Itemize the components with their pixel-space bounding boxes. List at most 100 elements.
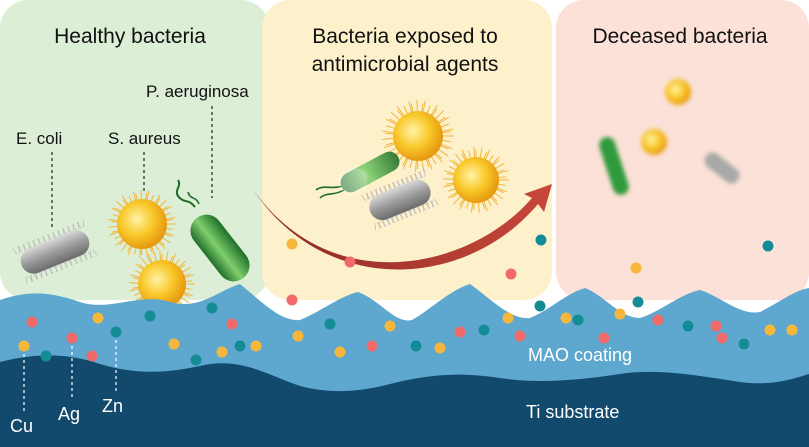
pilus bbox=[378, 187, 384, 194]
pilus bbox=[383, 219, 385, 227]
ag-particle bbox=[716, 332, 728, 344]
pilus bbox=[89, 250, 92, 258]
pilus bbox=[52, 265, 59, 272]
panel-title-deceased: Deceased bacteria bbox=[592, 25, 767, 48]
spike bbox=[402, 157, 409, 170]
pilus bbox=[427, 201, 429, 210]
cu-particle bbox=[764, 324, 776, 336]
spike bbox=[396, 106, 405, 117]
cu-particle bbox=[560, 312, 572, 324]
pilus bbox=[33, 273, 39, 280]
s-aureus-healthy-1 bbox=[108, 189, 176, 258]
zn-particle bbox=[144, 310, 156, 322]
spike bbox=[422, 100, 426, 113]
spike bbox=[386, 125, 396, 130]
cu-particle bbox=[216, 346, 228, 358]
pilus bbox=[422, 203, 425, 211]
pilus bbox=[25, 276, 28, 284]
pilus bbox=[51, 232, 58, 239]
cu-particle bbox=[434, 342, 446, 354]
pilus bbox=[75, 256, 77, 264]
pilus bbox=[85, 252, 87, 260]
pilus bbox=[92, 249, 98, 256]
cu-particle bbox=[168, 338, 180, 350]
ag-ion bbox=[344, 256, 356, 268]
ti-substrate-layer bbox=[0, 355, 809, 447]
spike bbox=[426, 105, 431, 114]
spike bbox=[397, 109, 404, 118]
deceased-bacteria bbox=[599, 79, 740, 195]
spike bbox=[410, 103, 414, 113]
pilus bbox=[57, 263, 64, 270]
pilus bbox=[424, 169, 426, 177]
spike bbox=[403, 105, 409, 115]
spike bbox=[479, 147, 483, 160]
spike bbox=[409, 159, 413, 169]
pilus bbox=[72, 257, 78, 264]
pilus bbox=[361, 194, 367, 202]
ag-ion bbox=[505, 268, 517, 280]
pilus bbox=[72, 224, 75, 232]
label-ti-substrate: Ti substrate bbox=[526, 402, 619, 422]
pilus bbox=[40, 270, 43, 278]
panel-title-exposed-line2: antimicrobial agents bbox=[312, 53, 499, 76]
dead-e-coli bbox=[704, 152, 740, 184]
label-s-aureus: S. aureus bbox=[108, 129, 181, 148]
pilus bbox=[50, 266, 53, 274]
panel-deceased bbox=[556, 0, 809, 300]
spike bbox=[382, 130, 395, 134]
zn-particle bbox=[40, 350, 52, 362]
pilus bbox=[46, 234, 53, 241]
pilus bbox=[378, 221, 381, 229]
spike bbox=[382, 137, 395, 140]
pilus bbox=[409, 208, 412, 217]
pilus bbox=[17, 246, 23, 253]
pilus bbox=[413, 173, 419, 180]
zn-particle bbox=[234, 340, 246, 352]
pilus bbox=[61, 228, 67, 235]
pilus bbox=[418, 205, 420, 213]
pilus bbox=[27, 242, 33, 249]
ag-particle bbox=[366, 340, 378, 352]
spike bbox=[437, 116, 446, 123]
pilus bbox=[56, 230, 62, 237]
spike bbox=[473, 147, 476, 160]
pilus bbox=[70, 258, 72, 266]
cu-particle bbox=[614, 308, 626, 320]
pilus bbox=[28, 242, 30, 250]
spike bbox=[430, 155, 437, 164]
zn-particle bbox=[738, 338, 750, 350]
pilus bbox=[365, 193, 371, 200]
cu-particle bbox=[334, 346, 346, 358]
spike bbox=[438, 116, 450, 124]
pilus bbox=[42, 236, 48, 243]
spike bbox=[389, 118, 398, 124]
spike bbox=[441, 139, 451, 143]
cu-particle bbox=[292, 330, 304, 342]
coating-particles bbox=[18, 294, 798, 366]
dead-s-aureus-1 bbox=[665, 79, 691, 105]
ag-particle bbox=[514, 330, 526, 342]
zn-particle bbox=[632, 296, 644, 308]
ag-particle bbox=[86, 350, 98, 362]
spike bbox=[434, 152, 443, 160]
spike bbox=[434, 110, 444, 120]
zn-particle bbox=[410, 340, 422, 352]
label-p-aeruginosa: P. aeruginosa bbox=[146, 82, 249, 101]
spike bbox=[430, 105, 438, 116]
spike bbox=[440, 123, 449, 128]
pilus bbox=[409, 175, 415, 182]
pilus bbox=[55, 264, 57, 272]
pilus bbox=[43, 236, 45, 244]
pilus bbox=[28, 275, 34, 282]
spike bbox=[434, 153, 443, 163]
pilus bbox=[400, 178, 406, 186]
pilus bbox=[30, 274, 33, 282]
cu-particle bbox=[384, 320, 396, 332]
label-ag: Ag bbox=[58, 404, 80, 424]
ag-particle bbox=[66, 332, 78, 344]
cu-particle bbox=[92, 312, 104, 324]
released-ions bbox=[286, 234, 774, 280]
spike bbox=[431, 108, 438, 117]
pilus bbox=[12, 248, 18, 255]
